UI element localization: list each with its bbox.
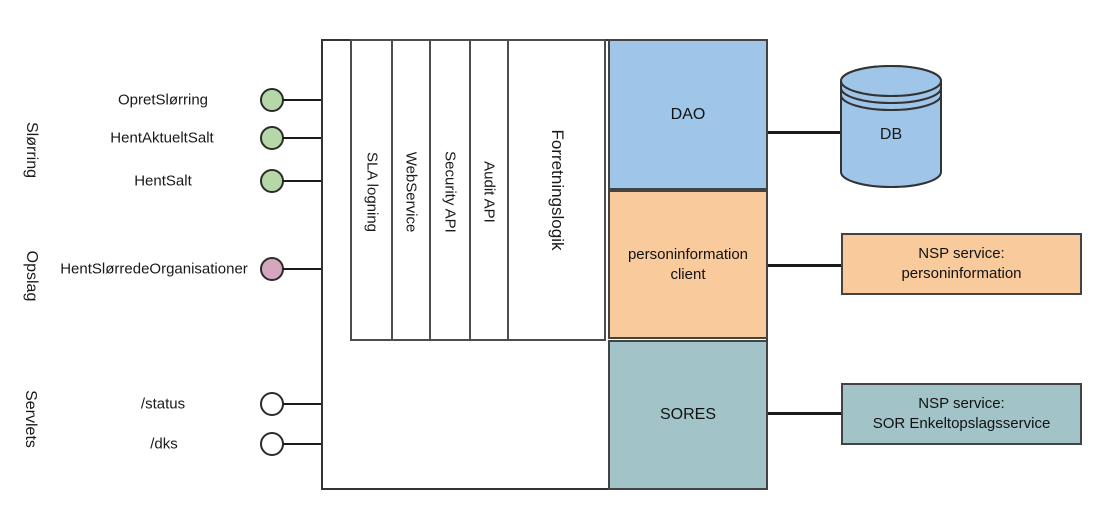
connector-dao-db bbox=[766, 131, 841, 134]
nsp-service-personinformation-box: NSP service: personinformation bbox=[841, 233, 1082, 295]
lane-label-opslag: Opslag bbox=[23, 250, 40, 302]
endpoint-label-status: /status bbox=[140, 395, 186, 413]
nsp-service-sor-enkeltopslagsservice-label: NSP service: SOR Enkeltopslagsservice bbox=[873, 394, 1051, 434]
layer-column-sla-logning bbox=[350, 39, 393, 341]
module-sores-label: SORES bbox=[659, 406, 717, 423]
nsp-service-personinformation-label-line2: personinformation bbox=[901, 265, 1022, 282]
endpoint-port-dks bbox=[260, 432, 284, 456]
module-dao-label: DAO bbox=[670, 105, 706, 123]
db-label: DB bbox=[879, 126, 903, 143]
endpoint-label-hentsalt: HentSalt bbox=[134, 172, 192, 190]
endpoint-port-opretslorring bbox=[260, 88, 284, 112]
layer-label-forretningslogik: Forretningslogik bbox=[548, 129, 567, 251]
connector-hentsalt bbox=[283, 180, 322, 182]
nsp-service-sor-enkeltopslagsservice-box: NSP service: SOR Enkeltopslagsservice bbox=[841, 383, 1082, 445]
module-personinformation-client: personinformation client bbox=[608, 190, 768, 339]
layer-label-webservice: WebService bbox=[402, 151, 420, 233]
lane-label-slorring: Slørring bbox=[23, 121, 40, 179]
layer-label-sla-logning: SLA logning bbox=[363, 151, 381, 233]
endpoint-label-hentslorredeorganisationer: HentSlørredeOrganisationer bbox=[60, 260, 248, 278]
module-sores: SORES bbox=[608, 340, 768, 490]
nsp-service-personinformation-label: NSP service: personinformation bbox=[901, 244, 1021, 284]
layer-label-audit-api: Audit API bbox=[480, 161, 498, 223]
layer-column-webservice bbox=[391, 39, 431, 341]
nsp-service-personinformation-label-line1: NSP service: bbox=[918, 245, 1005, 262]
connector-opretslorring bbox=[283, 99, 322, 101]
module-dao: DAO bbox=[608, 39, 768, 190]
connector-sores-nsp bbox=[766, 412, 841, 415]
endpoint-label-hentaktueltsalt: HentAktueltSalt bbox=[110, 129, 214, 147]
endpoint-label-dks: /dks bbox=[150, 435, 178, 453]
endpoint-port-status bbox=[260, 392, 284, 416]
layer-label-security-api: Security API bbox=[441, 151, 459, 233]
module-personinformation-client-label: personinformation client bbox=[628, 245, 748, 285]
endpoint-port-hentaktueltsalt bbox=[260, 126, 284, 150]
layer-column-audit-api bbox=[469, 39, 509, 341]
endpoint-label-opretslorring: OpretSlørring bbox=[117, 91, 209, 109]
db-cylinder-shape bbox=[840, 65, 942, 188]
endpoint-port-hentslorredeorganisationer bbox=[260, 257, 284, 281]
lane-label-servlets: Servlets bbox=[22, 390, 39, 448]
db-cylinder: DB bbox=[839, 64, 943, 189]
connector-status bbox=[283, 403, 322, 405]
connector-personinformation-nsp bbox=[766, 264, 841, 267]
endpoint-port-hentsalt bbox=[260, 169, 284, 193]
nsp-service-sor-label-line1: NSP service: bbox=[918, 395, 1005, 412]
connector-hentslorredeorganisationer bbox=[283, 268, 322, 270]
layer-column-forretningslogik bbox=[507, 39, 606, 341]
connector-hentaktueltsalt bbox=[283, 137, 322, 139]
module-personinformation-client-label-line1: personinformation bbox=[627, 245, 749, 263]
module-personinformation-client-label-line2: client bbox=[670, 265, 706, 283]
nsp-service-sor-label-line2: SOR Enkeltopslagsservice bbox=[872, 415, 1051, 432]
connector-dks bbox=[283, 443, 322, 445]
